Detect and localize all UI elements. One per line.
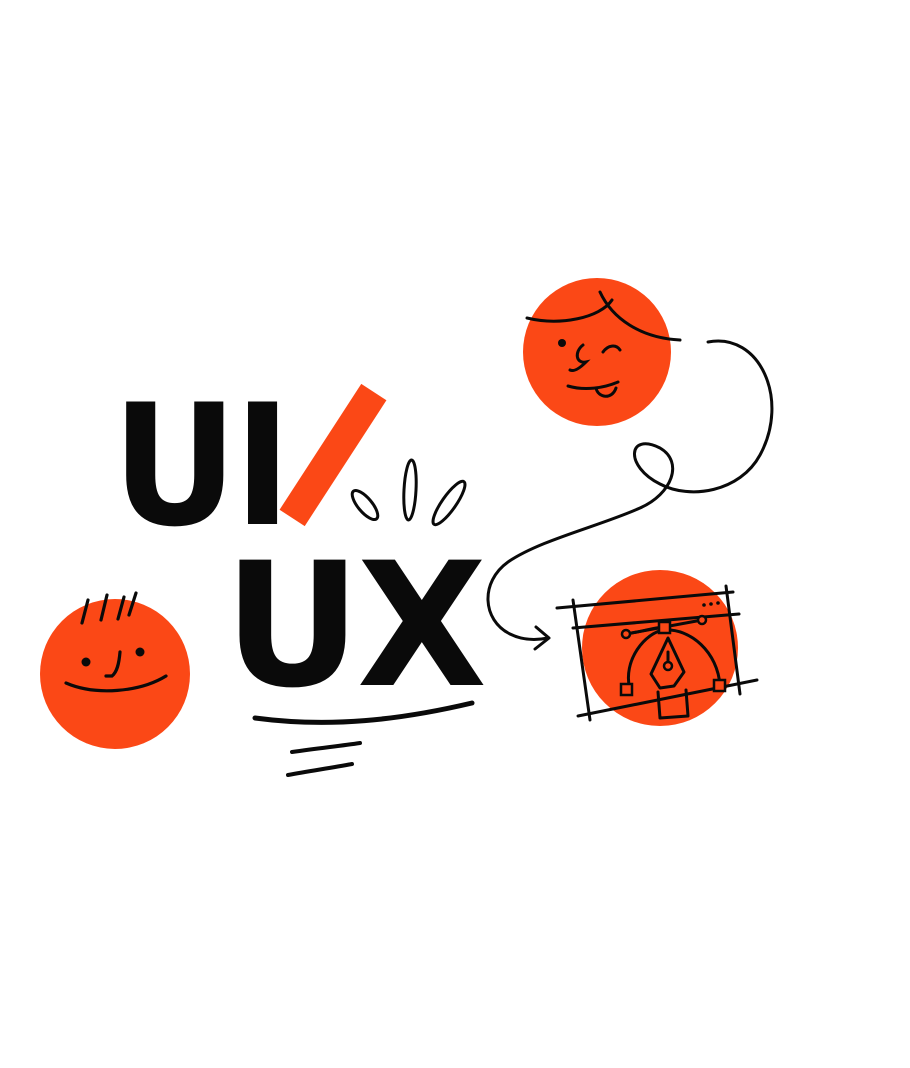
curly-arrow-icon: [486, 339, 774, 651]
ux-heading: UX: [224, 525, 487, 726]
smiling-face-icon: [40, 591, 190, 749]
winking-face-icon: [523, 278, 682, 426]
pen-tool-icon: [555, 570, 759, 726]
swoosh-underline-icon: [252, 700, 475, 777]
sparkle-icon: [350, 458, 467, 527]
ui-heading: UI: [112, 368, 291, 564]
